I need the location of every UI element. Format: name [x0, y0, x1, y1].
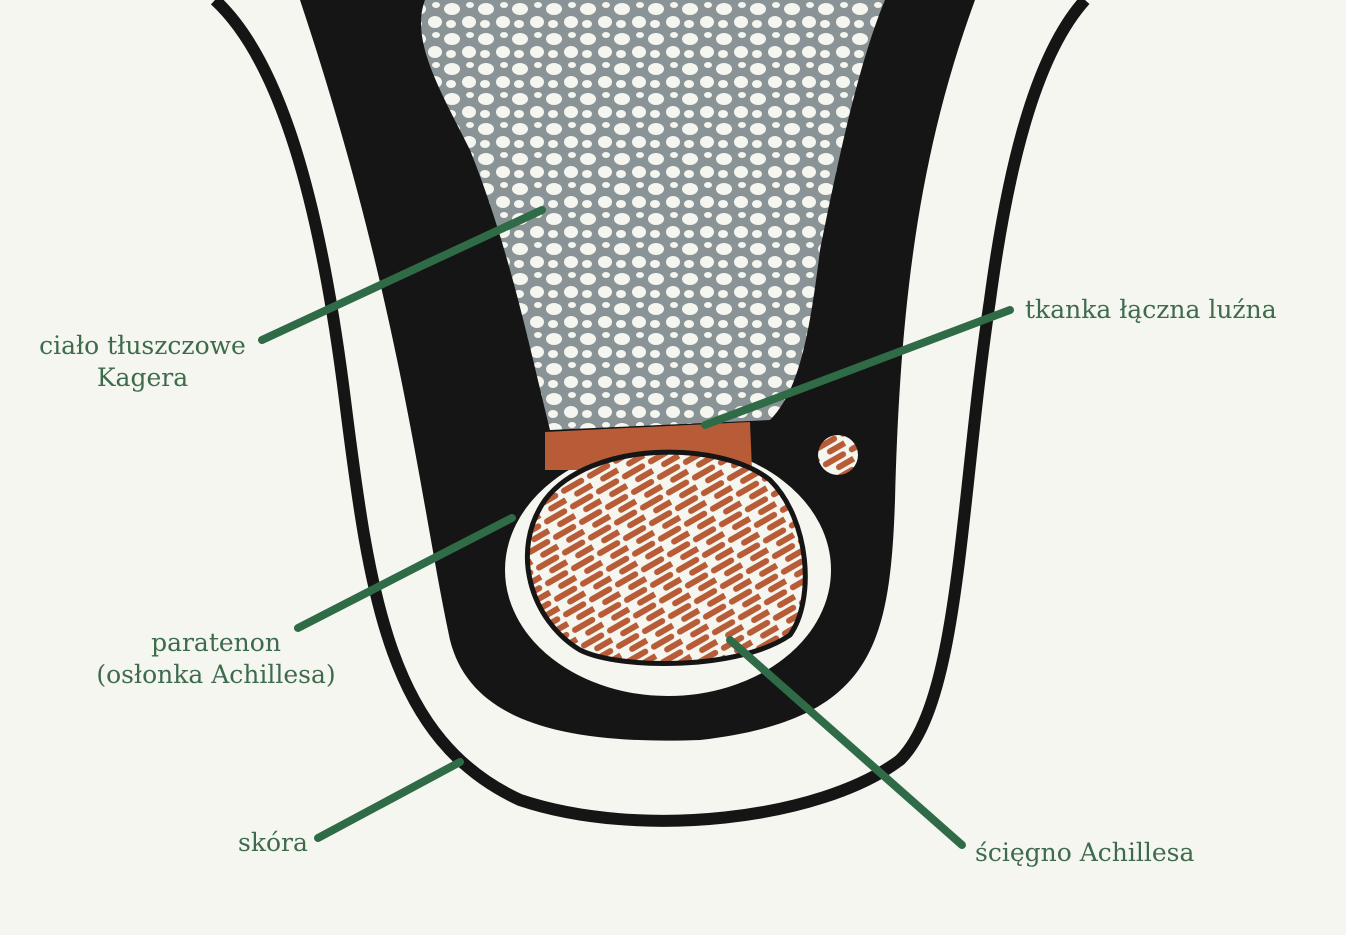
leader-paratenon [294, 514, 516, 632]
label-tendon: ścięgno Achillesa [975, 838, 1195, 867]
label-paratenon-line1: paratenon [151, 628, 281, 657]
leader-lines [258, 206, 1014, 849]
label-kager-line2: Kagera [96, 363, 189, 392]
kager-fat-pad [421, 0, 885, 430]
leader-skin [314, 758, 464, 842]
label-kager-line1: ciało tłuszczowe [39, 331, 246, 360]
label-paratenon: paratenon (osłonka Achillesa) [85, 627, 347, 691]
leader-loose-tissue [701, 306, 1014, 429]
label-kager-fat-pad: ciało tłuszczowe Kagera [30, 330, 255, 394]
achilles-tendon [524, 449, 808, 667]
leader-tendon [726, 636, 966, 849]
small-tendon-fragment [818, 435, 858, 475]
label-paratenon-line2: (osłonka Achillesa) [96, 660, 336, 689]
label-loose-tissue: tkanka łączna luźna [1025, 295, 1277, 324]
leader-kager [258, 206, 546, 344]
skin-outline [210, 0, 1090, 827]
label-skin: skóra [238, 828, 308, 857]
